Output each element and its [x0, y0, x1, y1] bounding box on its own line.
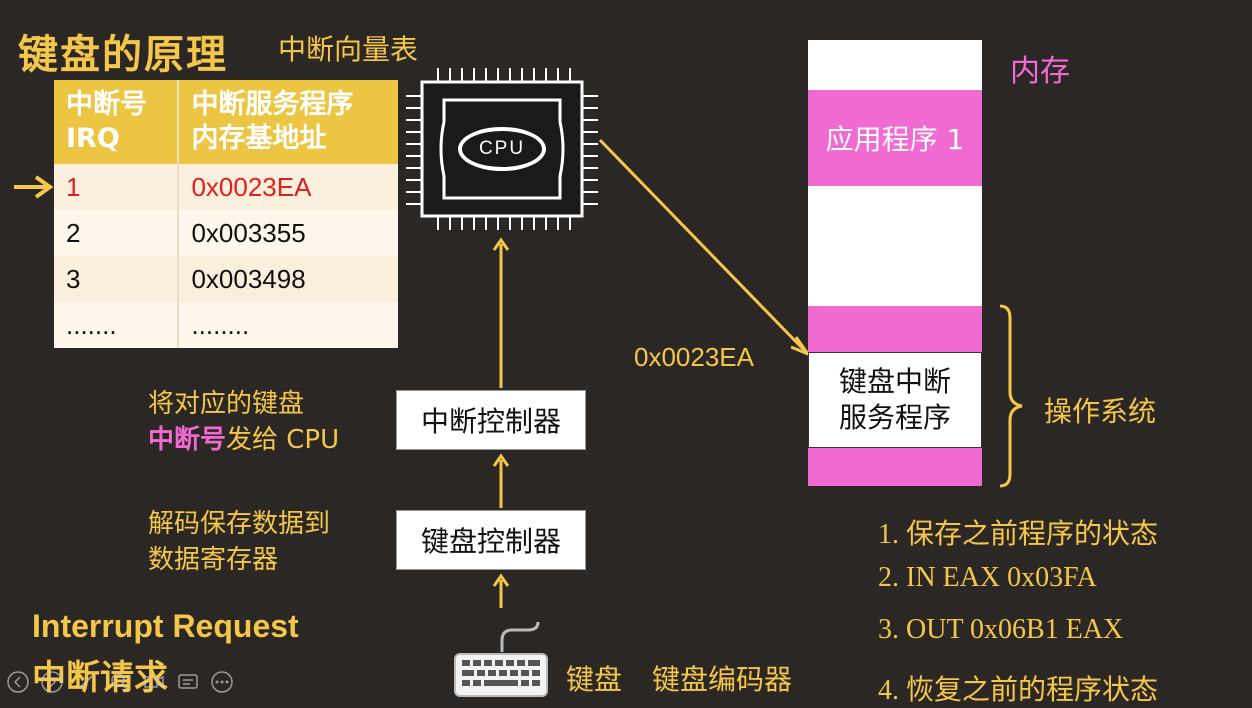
memory-free-middle: [808, 186, 982, 306]
keyboard-icon: [454, 621, 548, 697]
irq-cell: 3: [54, 256, 180, 302]
cpu-chip-icon: [406, 68, 598, 230]
table-header-address: 中断服务程序 内存基地址: [178, 80, 398, 164]
os-label: 操作系统: [1044, 395, 1157, 428]
interrupt-controller-box: 中断控制器: [396, 390, 586, 450]
memory-os-top: [808, 306, 982, 352]
table-row: 2 0x003355: [54, 210, 398, 256]
address-cell: 0x003355: [178, 210, 398, 256]
arrow-cpu-to-isr: [598, 138, 806, 352]
cpu-label: CPU: [478, 138, 526, 159]
pen-icon[interactable]: [74, 670, 98, 694]
subtitles-icon[interactable]: [176, 670, 200, 694]
step-3: 3. OUT 0x06B1 EAX: [878, 614, 1124, 645]
next-slide-icon[interactable]: [40, 670, 64, 694]
encoder-label: 键盘编码器: [652, 663, 793, 696]
zoom-icon[interactable]: [108, 670, 132, 694]
page-subtitle: 中断向量表: [278, 33, 419, 66]
video-icon[interactable]: [142, 670, 166, 694]
step-2: 2. IN EAX 0x03FA: [878, 562, 1097, 593]
table-header-irq: 中断号 IRQ: [54, 80, 180, 164]
irq-cell: 2: [54, 210, 180, 256]
irq-cell: 1: [54, 164, 180, 210]
irq-highlight: 中断号: [148, 425, 227, 455]
os-brace: [999, 304, 1023, 488]
step-4: 4. 恢复之前的程序状态: [878, 675, 1159, 706]
page-title: 键盘的原理: [18, 32, 228, 78]
more-options-icon[interactable]: [210, 670, 234, 694]
slide-controls: [6, 670, 234, 694]
memory-app-segment: 应用程序 1: [808, 90, 982, 186]
isr-address-label: 0x0023EA: [634, 342, 754, 372]
step-1: 1. 保存之前程序的状态: [878, 519, 1159, 550]
memory-free-top: [808, 40, 982, 90]
memory-label: 内存: [1010, 54, 1070, 89]
interrupt-vector-table: 中断号 IRQ 中断服务程序 内存基地址 1 0x0023EA 2 0x0033…: [54, 80, 398, 348]
row-pointer-arrow-icon: [14, 175, 54, 199]
irq-english-label: Interrupt Request: [32, 608, 299, 644]
irq-cell: .......: [54, 302, 180, 348]
address-cell: ........: [178, 302, 398, 348]
keyboard-label: 键盘: [566, 663, 623, 696]
address-cell: 0x003498: [178, 256, 398, 302]
address-cell: 0x0023EA: [178, 164, 398, 210]
table-row: ....... ........: [54, 302, 398, 348]
note-send-irq: 将对应的键盘 中断号发给 CPU: [148, 389, 340, 455]
note-decode: 解码保存数据到 数据寄存器: [148, 509, 331, 575]
keyboard-controller-box: 键盘控制器: [396, 510, 586, 570]
table-row: 1 0x0023EA: [54, 164, 398, 210]
memory-isr-segment: 键盘中断 服务程序: [808, 352, 982, 448]
memory-os-bottom: [808, 448, 982, 486]
previous-slide-icon[interactable]: [6, 670, 30, 694]
table-row: 3 0x003498: [54, 256, 398, 302]
